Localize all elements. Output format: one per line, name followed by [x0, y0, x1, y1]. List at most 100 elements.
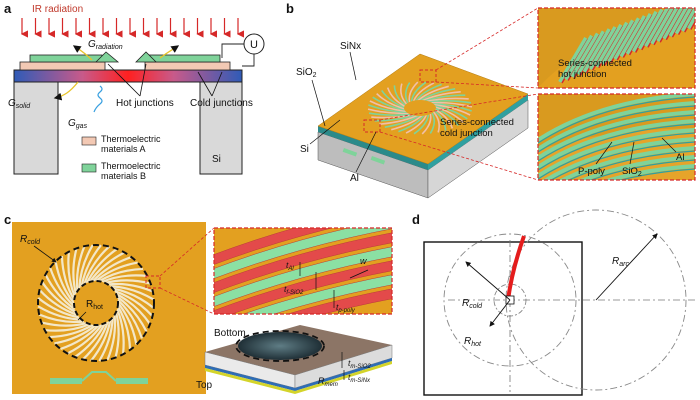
ppoly-pointer [595, 141, 613, 165]
inset-c-marker [145, 275, 161, 289]
spoke [106, 314, 117, 361]
sio2-inset-pointer [629, 141, 635, 165]
r-hot-circle [73, 280, 119, 326]
g-radiation-arrow-right [159, 45, 180, 59]
r-hot-label-d: Rhot [464, 336, 482, 348]
al-pointer [355, 131, 377, 173]
spoke [66, 323, 104, 355]
spoke [582, 28, 612, 73]
spoke-edge [550, 141, 695, 180]
r-cold-pointer-c [33, 245, 57, 263]
spoke [538, 110, 695, 160]
spoke [117, 299, 143, 339]
spoke [54, 261, 75, 304]
spoke [538, 101, 695, 151]
spoke [44, 273, 76, 311]
legend-swatch-a [81, 136, 97, 146]
spoke [72, 248, 78, 295]
membrane-strip [13, 69, 243, 83]
r-hot-arrow-d [489, 299, 511, 327]
panel-a-label: a [4, 1, 12, 16]
sio2-layer-c [205, 365, 295, 391]
spoke [82, 321, 109, 361]
t-al-label: tAl [286, 260, 294, 272]
spoke [44, 323, 91, 332]
r-cold-label-c: Rcold [20, 234, 41, 246]
spoke [542, 137, 695, 180]
spoke [92, 256, 132, 282]
zoom-line-cold-1 [379, 93, 539, 121]
spoke [595, 23, 623, 68]
legend-b-line1: Thermoelectric [101, 161, 161, 171]
legend-a-line2: materials A [101, 144, 146, 154]
spoke [538, 94, 695, 142]
thermocouple-arc [506, 235, 526, 301]
spoke [668, 8, 689, 38]
layer-stripe [214, 260, 392, 314]
r-arc-arrow [595, 233, 658, 301]
zoom-line-hot-1 [435, 7, 539, 71]
g-solid-label: Gsolid [8, 98, 31, 110]
spoke [570, 32, 600, 78]
w-label: w [360, 256, 367, 266]
t-m-sinx-label: tm-SiNx [348, 372, 371, 384]
top-label: Top [196, 380, 213, 391]
cold-junctions-label: Cold junctions [190, 98, 253, 109]
cold-junction-pointer-2 [197, 71, 213, 97]
hot-junction-line1: Series-connected [558, 58, 632, 69]
spoke-edge [538, 123, 695, 171]
spoke [110, 285, 155, 301]
layer-stripe [214, 246, 392, 307]
inset-c-layers [214, 228, 392, 314]
membrane-cavity [238, 332, 322, 360]
layer-stripe [214, 232, 392, 293]
zoom-line-cold-2 [379, 131, 539, 181]
spoke [54, 324, 97, 345]
spoke [613, 17, 641, 61]
layer-stripe [286, 288, 392, 314]
r-arc-label: Rarc [612, 256, 629, 268]
spoke [95, 261, 138, 282]
al-pad-left [342, 148, 358, 157]
r-mem-circle [235, 330, 325, 362]
panel-d: d Rarc Rcold Rhot [412, 209, 698, 396]
panel-b: b SiNx SiO2 Si Al Series-connected cold … [286, 1, 696, 199]
r-cold-label-d: Rcold [462, 298, 483, 310]
spoke [117, 302, 138, 345]
spoke [37, 305, 82, 321]
sinx-pointer [349, 51, 357, 81]
spoke [674, 8, 694, 35]
spoke [88, 251, 126, 283]
spoke-edge [538, 114, 695, 162]
layer-stripe [214, 228, 392, 279]
bottom-label: Bottom [214, 328, 246, 339]
legend-swatch-b [81, 163, 97, 173]
spoke [104, 279, 151, 285]
spoke [662, 8, 684, 40]
hot-junction-marker [419, 69, 437, 83]
spoke [601, 21, 629, 66]
spoke [60, 324, 100, 350]
panel-c: c Rcold Rhot tAl tf-SiO2 tp-poly w [4, 212, 393, 394]
panel-a: a IR radiation Si Gradiation U Gsolid Gg… [4, 1, 265, 181]
spoke [98, 317, 114, 362]
spoke [85, 248, 118, 284]
inset-cold-border [537, 93, 696, 181]
spoke [115, 292, 151, 325]
al-pad-right [370, 156, 386, 165]
spoke [60, 256, 76, 301]
spoke [74, 322, 107, 358]
spoke [37, 297, 80, 319]
r-cold-circle-d [443, 233, 577, 367]
ir-radiation-label: IR radiation [32, 4, 83, 15]
g-radiation-label: Gradiation [88, 39, 123, 51]
layer-stripe [242, 274, 392, 314]
r-arc-circle [505, 209, 687, 391]
spoke [680, 8, 695, 33]
cold-junction-line1: Series-connected [440, 117, 514, 128]
al-pad-c-left [50, 378, 82, 384]
r-cold-arrow-d [465, 261, 511, 301]
spoke [564, 34, 594, 81]
hot-junctions-label: Hot junctions [116, 98, 174, 109]
spoke [116, 305, 132, 350]
